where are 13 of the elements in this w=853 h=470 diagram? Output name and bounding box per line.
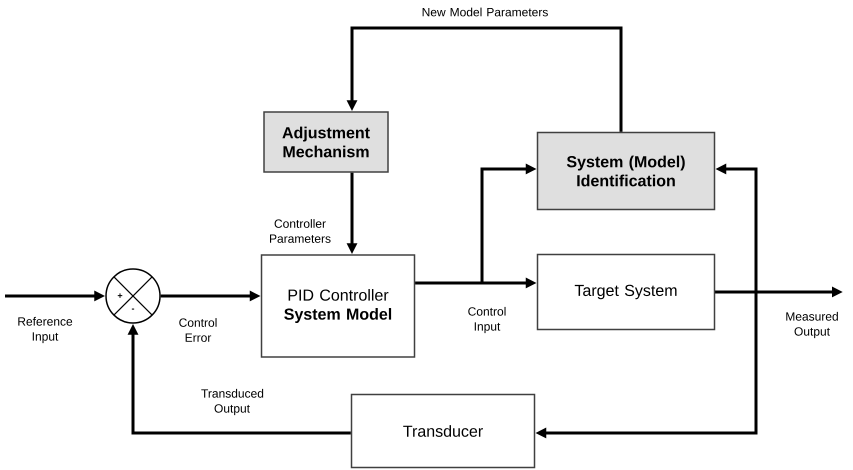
edge-label: Control Error — [179, 318, 217, 342]
process-box: Adjustment Mechanism — [263, 111, 389, 173]
process-box: Transducer — [350, 394, 536, 468]
process-box: System (Model) Identification — [536, 132, 716, 210]
process-box: Target System — [536, 254, 716, 330]
edge-label: Control Input — [468, 306, 506, 334]
edge-label: Controller Parameters — [270, 219, 331, 243]
edge-label: New Model Parameters — [422, 8, 548, 16]
process-box: PID Controller System Model — [260, 254, 416, 358]
summing-junction: + - — [105, 268, 161, 324]
edge-label: Transduced Output — [201, 388, 264, 416]
edge-label: Measured Output — [786, 312, 838, 338]
edge-label: Reference Input — [18, 316, 72, 344]
